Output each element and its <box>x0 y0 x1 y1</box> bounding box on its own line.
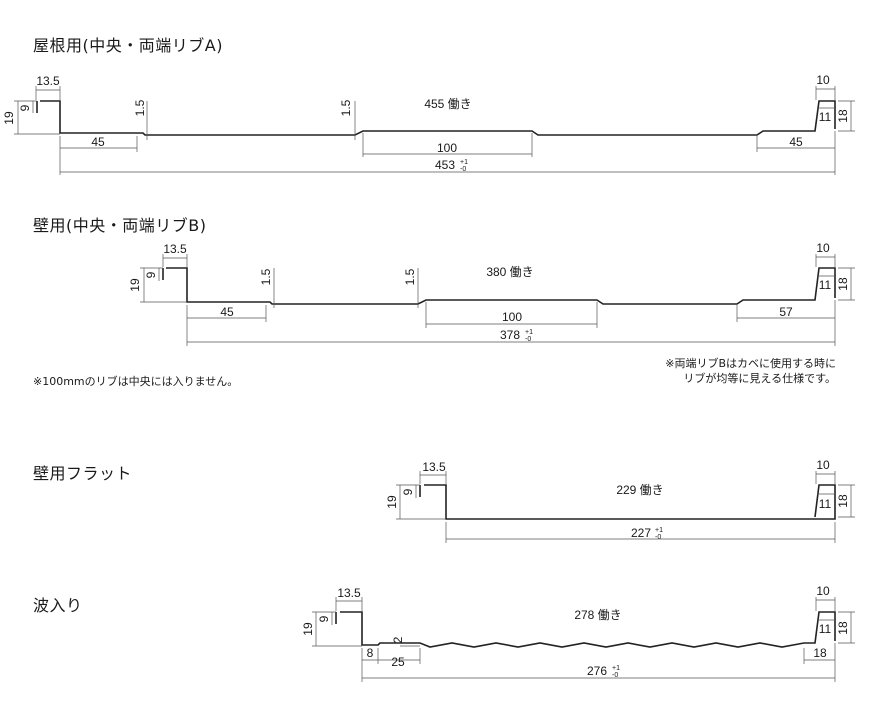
roof-tol-minus: -0 <box>460 166 466 173</box>
roof-right-pan: 45 <box>789 135 803 149</box>
roof-profile: 13.5 9 19 1.5 1.5 455 働き 45 100 45 453 +… <box>2 73 855 175</box>
wall-rib-hook-width: 13.5 <box>163 242 187 256</box>
wave-hook-height: 19 <box>301 622 315 636</box>
roof-right-inner: 11 <box>819 110 832 124</box>
wave-tol-plus: +1 <box>612 665 620 672</box>
wall-rib-center-flat: 100 <box>502 310 522 324</box>
roof-tol-plus: +1 <box>460 159 468 166</box>
section-title-roof: 屋根用(中央・両端リブA) <box>33 36 223 55</box>
wall-rib-rib-left: 1.5 <box>259 268 273 285</box>
wave-profile: 13.5 9 19 2 8 25 278 働き 18 276 +1 -0 10 … <box>301 584 855 682</box>
roof-hook-height: 19 <box>2 111 16 125</box>
wall-flat-hook-inner: 9 <box>401 488 415 495</box>
wave-profile-line <box>340 611 836 648</box>
wave-hook-inner: 9 <box>317 615 331 622</box>
wave-depth: 2 <box>391 636 405 643</box>
wall-flat-right-inner: 11 <box>819 497 832 511</box>
wall-flat-right-top: 10 <box>816 458 830 472</box>
wave-hook-width: 13.5 <box>337 586 361 600</box>
wall-flat-profile: 13.5 9 19 229 働き 227 +1 -0 10 11 18 <box>385 458 855 543</box>
wave-work-width: 278 働き <box>574 608 621 622</box>
roof-right-height: 18 <box>836 109 850 123</box>
wave-step: 8 <box>367 646 374 660</box>
wall-rib-tol-plus: +1 <box>525 329 533 336</box>
wall-rib-hook-inner: 9 <box>144 271 158 278</box>
wall-flat-tol-plus: +1 <box>655 527 663 534</box>
section-title-wall-rib: 壁用(中央・両端リブB) <box>33 216 207 235</box>
roof-hook-inner: 9 <box>18 104 32 111</box>
section-title-wave: 波入り <box>33 596 83 615</box>
note-end-rib-b-line2: リブが均等に見える仕様です。 <box>683 372 836 385</box>
wall-flat-hook-width: 13.5 <box>422 460 446 474</box>
wave-right-top: 10 <box>816 584 830 598</box>
wall-flat-work-width: 229 働き <box>616 483 663 497</box>
wall-rib-right-top: 10 <box>816 241 830 255</box>
wall-rib-left-pan: 45 <box>220 305 234 319</box>
wave-total: 276 <box>587 664 607 678</box>
wall-rib-profile: 13.5 9 19 1.5 1.5 380 働き 45 100 57 378 +… <box>128 241 855 346</box>
roof-hook-width: 13.5 <box>36 74 60 88</box>
wall-rib-work-width: 380 働き <box>486 265 533 279</box>
wall-rib-rib-center: 1.5 <box>403 268 417 285</box>
wall-rib-profile-line <box>166 267 836 305</box>
wall-flat-tol-minus: -0 <box>655 534 661 541</box>
wall-flat-hook-height: 19 <box>385 495 399 509</box>
wall-rib-tol-minus: -0 <box>525 336 531 343</box>
wall-flat-profile-line <box>424 484 836 520</box>
wall-rib-hook-height: 19 <box>128 278 142 292</box>
wave-right-inner: 11 <box>819 622 832 636</box>
wall-rib-right-pan: 57 <box>779 305 793 319</box>
wave-tol-minus: -0 <box>612 672 618 679</box>
roof-rib-center: 1.5 <box>339 99 353 116</box>
roof-work-width: 455 働き <box>424 97 471 111</box>
note-center-rib: ※100mmのリブは中央には入りません。 <box>33 375 239 388</box>
wall-flat-right-height: 18 <box>836 494 850 508</box>
wave-right-height: 18 <box>836 621 850 635</box>
wall-rib-right-height: 18 <box>836 277 850 291</box>
roof-total: 453 <box>435 158 455 172</box>
section-title-wall-flat: 壁用フラット <box>33 464 133 483</box>
wall-rib-total: 378 <box>500 328 520 342</box>
wall-flat-total: 227 <box>631 526 651 540</box>
note-end-rib-b: ※両端リブBはカベに使用する時に リブが均等に見える仕様です。 <box>665 356 836 386</box>
wall-rib-right-inner: 11 <box>819 278 832 292</box>
roof-right-top: 10 <box>816 73 830 87</box>
wave-start: 25 <box>391 655 405 669</box>
roof-profile-line <box>40 100 836 136</box>
note-end-rib-b-line1: ※両端リブBはカベに使用する時に <box>665 357 836 370</box>
roof-center-flat: 100 <box>437 141 457 155</box>
roof-left-pan: 45 <box>91 135 105 149</box>
wave-right-pan: 18 <box>813 646 827 660</box>
roof-rib-left: 1.5 <box>133 99 147 116</box>
